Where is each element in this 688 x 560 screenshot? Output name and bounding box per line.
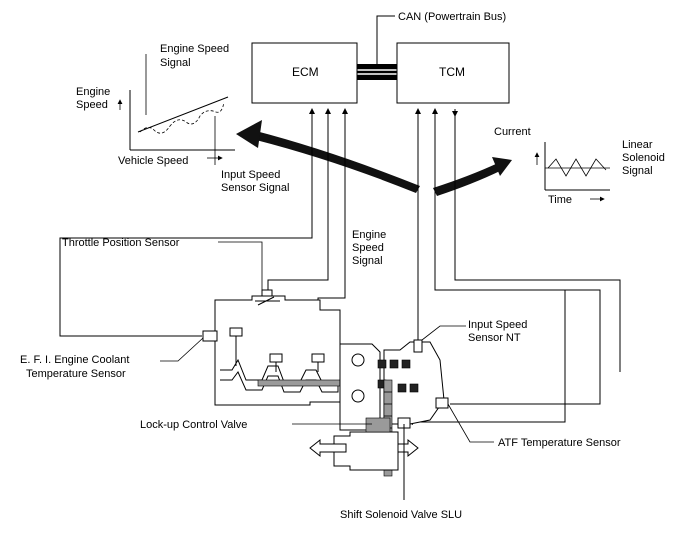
input-speed-sensor-signal-label-1: Input Speed	[221, 169, 280, 181]
can-bus	[357, 15, 397, 80]
engine-assembly	[202, 289, 379, 406]
wiring	[59, 108, 621, 425]
arrow-to-engine-graph	[252, 130, 420, 193]
engine-speed-signal-mid-label-1: Engine	[352, 229, 386, 241]
input-speed-sensor-nt-label-1: Input Speed	[468, 319, 527, 331]
coolant-sensor-leader	[160, 337, 204, 362]
engine-speed-graph	[117, 54, 235, 165]
input-speed-sensor-signal-label-2: Sensor Signal	[221, 182, 290, 194]
shift-solenoid-valve-slu-label: Shift Solenoid Valve SLU	[340, 509, 462, 521]
arrow-to-solenoid-graph	[433, 163, 500, 196]
linear-solenoid-signal-label-1: Linear	[622, 139, 653, 151]
input-speed-sensor-nt-label-2: Sensor NT	[468, 332, 521, 344]
time-label: Time	[548, 194, 572, 206]
can-bus-label: CAN (Powertrain Bus)	[398, 11, 506, 23]
efi-coolant-sensor-label-1: E. F. I. Engine Coolant	[20, 354, 129, 366]
linear-solenoid-signal-label-3: Signal	[622, 165, 653, 177]
engine-speed-signal-label-top-2: Signal	[160, 57, 191, 69]
throttle-position-sensor-label: Throttle Position Sensor	[62, 237, 180, 249]
current-label: Current	[494, 126, 531, 138]
atf-sensor-leader	[447, 403, 494, 443]
ecm-box	[251, 42, 358, 104]
solenoid-current-graph	[534, 142, 610, 202]
atf-temperature-sensor-label: ATF Temperature Sensor	[498, 437, 621, 449]
input-speed-sensor-leader	[421, 325, 466, 341]
tcm-box	[396, 42, 510, 104]
efi-coolant-sensor-label-2: Temperature Sensor	[26, 368, 126, 380]
linear-solenoid-signal-label-2: Solenoid	[622, 152, 665, 164]
engine-speed-axis-label-1: Engine	[76, 86, 110, 98]
engine-speed-signal-mid-label-3: Signal	[352, 255, 383, 267]
tcm-label: TCM	[439, 65, 465, 79]
ecm-label: ECM	[292, 65, 319, 79]
vehicle-speed-label: Vehicle Speed	[118, 155, 188, 167]
lockup-control-valve-label: Lock-up Control Valve	[140, 419, 247, 431]
engine-speed-signal-mid-label-2: Speed	[352, 242, 384, 254]
transmission-assembly	[309, 339, 449, 500]
tps-leader	[218, 241, 263, 290]
engine-speed-signal-label-top-1: Engine Speed	[160, 43, 229, 55]
engine-speed-line	[137, 96, 229, 133]
engine-speed-axis-label-2: Speed	[76, 99, 108, 111]
